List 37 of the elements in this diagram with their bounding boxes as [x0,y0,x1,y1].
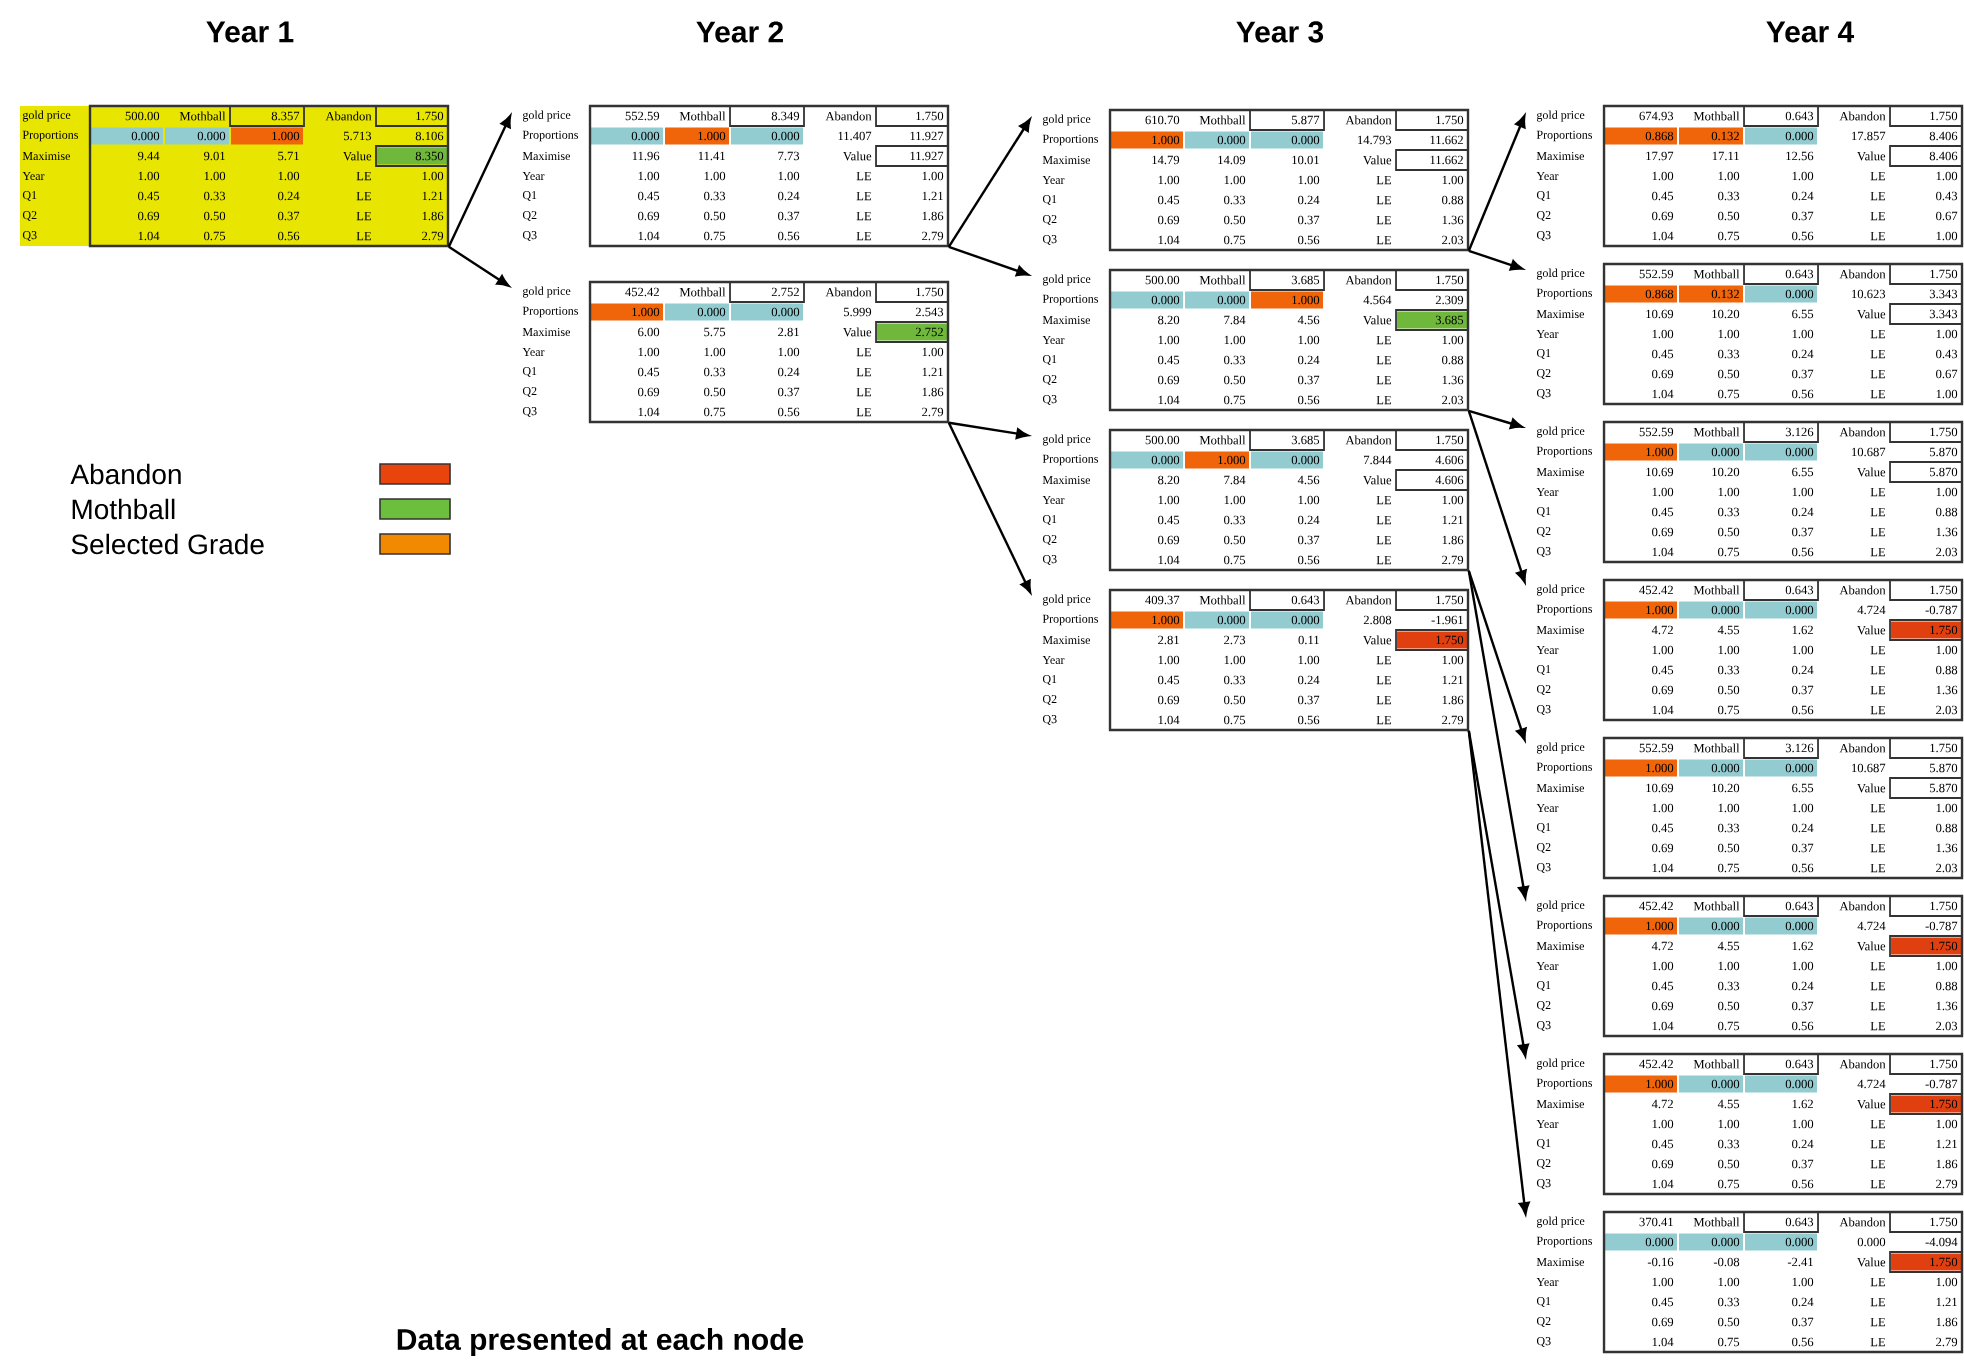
data-table [1602,1210,1964,1354]
data-table [1108,108,1470,252]
arrow [948,421,1029,440]
year-heading: Year 1 [206,21,294,43]
arrow [1468,409,1523,430]
arrow [947,118,1031,248]
legend-label: Mothball [72,498,175,520]
data-table [1108,428,1470,572]
year-heading: Year 2 [696,21,783,43]
caption: Data presented at each node [397,1328,804,1356]
year-heading: Year 3 [1236,21,1324,43]
data-table [1602,104,1964,248]
data-table [1602,736,1964,880]
legend-label: Selected Grade [71,533,264,555]
data-table [1602,894,1964,1038]
arrow [1467,570,1529,899]
arrow [1467,570,1527,741]
year-heading: Year 4 [1766,21,1855,43]
data-table [1602,262,1964,406]
data-table [1108,268,1470,412]
arrow [447,114,512,248]
arrow [947,422,1032,594]
data-table [588,280,950,424]
arrow [948,245,1029,277]
arrow [1467,115,1526,252]
arrow [1467,730,1529,1057]
arrow [448,245,510,287]
data-table [1602,578,1964,722]
data-table [20,104,450,248]
arrow [1467,730,1530,1215]
data-table [588,104,950,248]
data-table [1108,588,1470,732]
arrow [1468,249,1523,271]
arrow [1467,410,1527,583]
legend-label: Abandon [70,463,181,485]
data-table [1602,420,1964,564]
data-table [1602,1052,1964,1196]
